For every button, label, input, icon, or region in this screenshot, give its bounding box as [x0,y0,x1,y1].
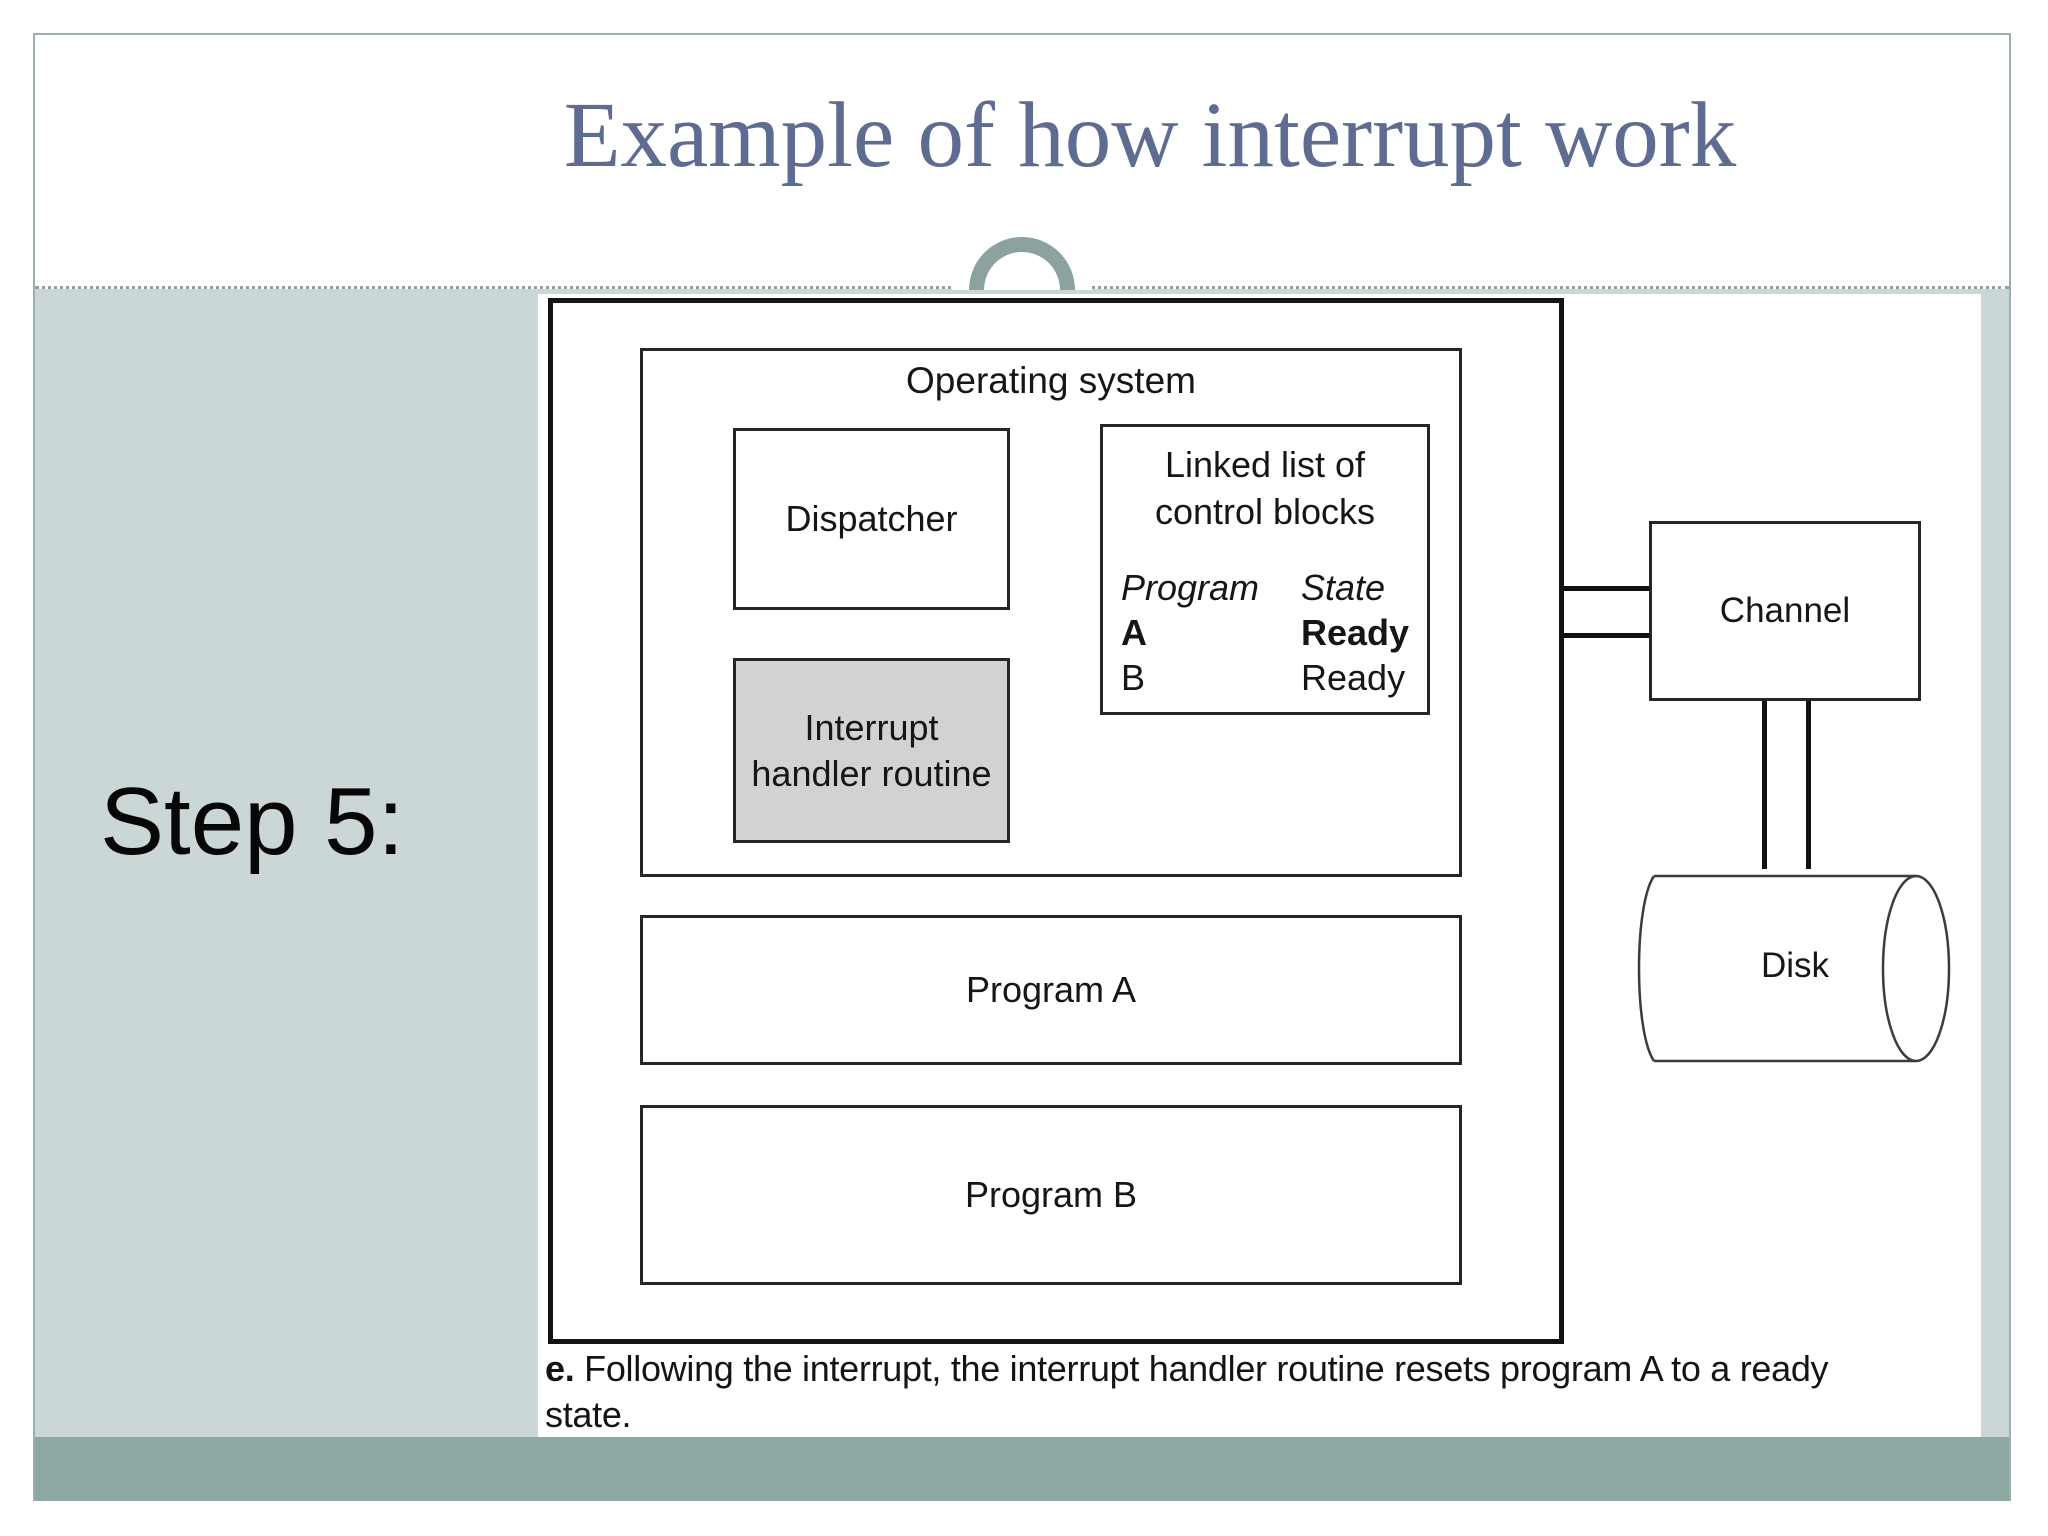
bus-line-lower [1564,633,1650,638]
dispatcher-label: Dispatcher [785,498,958,539]
linked-list-box: Linked list of control blocks Program St… [1100,424,1430,715]
row-a-state: Ready [1301,612,1410,653]
disk-left-arc [1637,875,1656,1062]
table-row: A Ready [1121,610,1409,655]
memory-box [548,298,1564,1344]
arc-ornament [952,236,1092,290]
channel-box: Channel [1649,521,1921,701]
bottom-bar [35,1437,2009,1501]
disk-shape [1637,874,1951,1063]
table-header-row: Program State [1121,565,1409,610]
table-header-state: State [1301,567,1386,608]
page-title: Example of how interrupt work [563,84,1737,187]
caption-line-1: e. Following the interrupt, the interrup… [545,1346,2005,1392]
linked-list-title-line2: control blocks [1154,491,1376,532]
step-label: Step 5: [100,768,405,875]
disk-end-cap [1881,874,1951,1063]
row-a-program: A [1121,612,1147,653]
interrupt-handler-box: Interrupt handler routine [733,658,1010,843]
program-a-box: Program A [640,915,1462,1065]
os-label: Operating system [906,360,1196,401]
row-b-state: Ready [1301,657,1406,698]
channel-label: Channel [1719,591,1851,630]
caption-letter: e. [545,1348,575,1389]
dispatcher-box: Dispatcher [733,428,1010,610]
channel-disk-line-left [1762,701,1767,869]
channel-disk-line-right [1806,701,1811,869]
table-header-program: Program [1121,567,1260,608]
figure: Operating system Dispatcher Interrupt ha… [538,294,1981,1437]
program-b-label: Program B [964,1174,1138,1215]
caption-text: Following the interrupt, the interrupt h… [574,1348,1829,1389]
row-b-program: B [1121,657,1146,698]
program-b-box: Program B [640,1105,1462,1285]
figure-caption: e. Following the interrupt, the interrup… [545,1346,2005,1438]
program-a-label: Program A [965,969,1137,1010]
interrupt-handler-label-line2: handler routine [751,752,992,794]
linked-list-title-line1: Linked list of [1164,444,1366,485]
bus-line-upper [1564,586,1650,591]
half-ring-icon [969,237,1075,290]
disk-label: Disk [1760,946,1830,985]
caption-line-2: state. [545,1394,632,1435]
interrupt-handler-label-line1: Interrupt [804,706,939,748]
table-row: B Ready [1121,655,1409,700]
control-block-table: Program State A Ready B Ready [1121,565,1409,700]
